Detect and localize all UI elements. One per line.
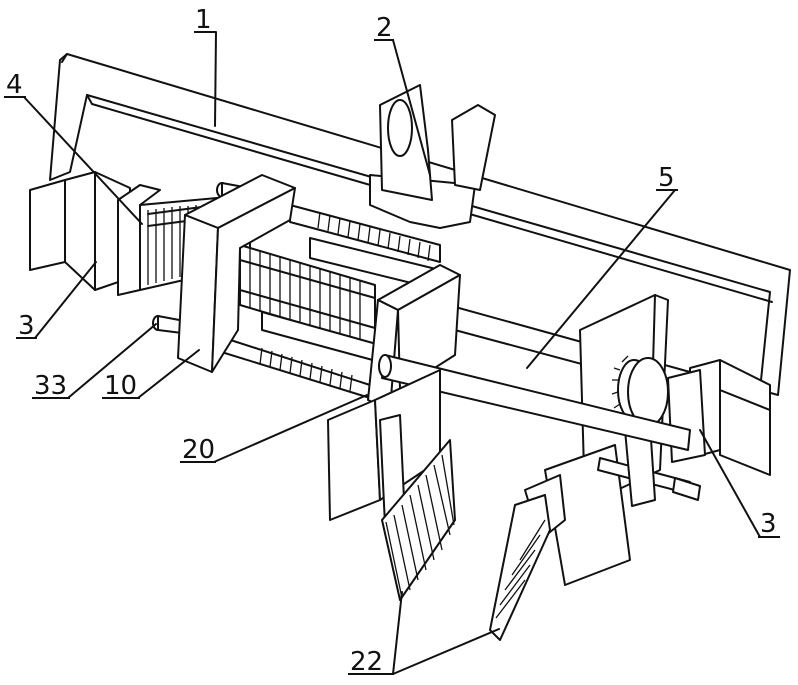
- leader-22b: [393, 629, 499, 674]
- brush-right: [490, 475, 565, 640]
- label-10: 10: [104, 371, 137, 401]
- label-2: 2: [376, 13, 393, 43]
- label-1: 1: [195, 5, 212, 35]
- label-20: 20: [182, 435, 215, 465]
- label-4: 4: [6, 70, 23, 100]
- label-33: 33: [34, 371, 67, 401]
- label-3-right: 3: [760, 509, 777, 539]
- label-5: 5: [658, 163, 675, 193]
- label-3-left: 3: [18, 311, 35, 341]
- end-block-right: [668, 360, 770, 475]
- label-22: 22: [350, 647, 383, 677]
